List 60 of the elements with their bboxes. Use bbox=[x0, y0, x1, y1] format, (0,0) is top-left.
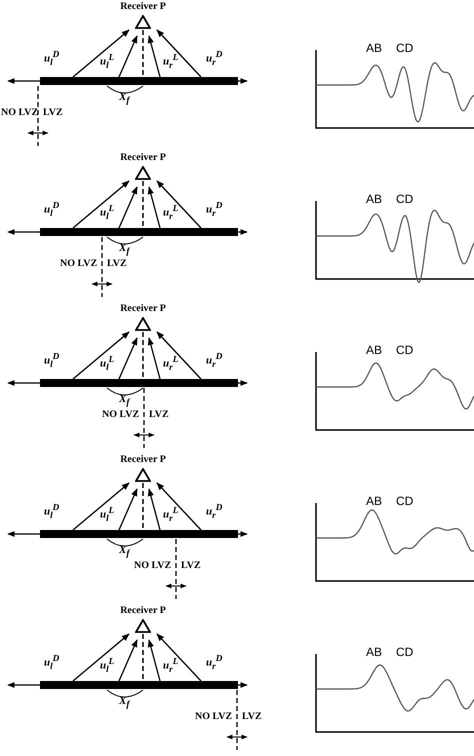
zone-label: NO LVZ bbox=[1, 108, 38, 118]
wave-arrow bbox=[156, 633, 202, 682]
peak-label: CD bbox=[396, 193, 414, 205]
dashed-line bbox=[142, 181, 144, 228]
zone-label: LVZ bbox=[242, 712, 262, 722]
fault-bar bbox=[40, 77, 238, 85]
receiver-label: Receiver P bbox=[119, 153, 167, 163]
wave-arrow bbox=[118, 186, 138, 228]
bracket-label: X$_{f}$ bbox=[119, 394, 130, 408]
wave-arrow bbox=[156, 180, 202, 228]
peak-label: CD bbox=[396, 344, 414, 356]
fault-bar bbox=[40, 379, 238, 387]
zone-label: NO LVZ bbox=[60, 259, 98, 269]
dashed-line bbox=[142, 332, 144, 379]
fault-bar bbox=[40, 530, 238, 538]
dashed-line bbox=[142, 483, 144, 530]
wave-arrow bbox=[118, 639, 138, 682]
zone-label: LVZ bbox=[107, 259, 127, 269]
zone-label: LVZ bbox=[43, 108, 63, 118]
peak-label: CD bbox=[396, 646, 414, 658]
receiver-label: Receiver P bbox=[119, 2, 167, 12]
peak-label: AB bbox=[366, 495, 382, 507]
peak-label: CD bbox=[396, 42, 414, 54]
fault-bar bbox=[40, 681, 238, 689]
wave-arrow bbox=[148, 488, 161, 530]
zone-label: NO LVZ bbox=[134, 561, 172, 571]
wave-arrow bbox=[118, 35, 138, 78]
wave-arrow bbox=[148, 639, 161, 682]
peak-label: AB bbox=[366, 193, 382, 205]
receiver-label: Receiver P bbox=[119, 455, 167, 465]
wave-arrow bbox=[156, 482, 202, 530]
wave-arrow bbox=[156, 331, 202, 380]
zone-label: LVZ bbox=[149, 410, 169, 420]
bracket-label: X$_{f}$ bbox=[119, 92, 130, 106]
peak-label: CD bbox=[396, 495, 414, 507]
peak-label: AB bbox=[366, 646, 382, 658]
peak-label: AB bbox=[366, 42, 382, 54]
wave-arrow bbox=[72, 332, 130, 380]
wave-arrow bbox=[72, 180, 130, 228]
wave-arrow bbox=[148, 186, 161, 228]
zone-label: NO LVZ bbox=[195, 712, 232, 722]
bracket-label: X$_{f}$ bbox=[119, 243, 130, 256]
wave-arrow bbox=[148, 35, 161, 78]
bracket-label: X$_{f}$ bbox=[119, 696, 130, 710]
dashed-line bbox=[142, 634, 144, 681]
bracket-label: X$_{f}$ bbox=[119, 545, 130, 558]
wave-arrow bbox=[118, 337, 138, 380]
zone-label: LVZ bbox=[181, 561, 201, 571]
receiver-label: Receiver P bbox=[119, 606, 167, 616]
zone-label: NO LVZ bbox=[102, 410, 140, 420]
wave-arrow bbox=[72, 30, 130, 78]
wave-arrow bbox=[72, 482, 130, 530]
wave-arrow bbox=[118, 488, 138, 530]
wave-arrow bbox=[156, 29, 202, 78]
wave-arrow bbox=[148, 337, 161, 380]
dashed-line bbox=[142, 30, 144, 77]
receiver-label: Receiver P bbox=[119, 304, 167, 314]
wave-arrow bbox=[72, 634, 130, 682]
fault-bar bbox=[40, 228, 238, 236]
peak-label: AB bbox=[366, 344, 382, 356]
